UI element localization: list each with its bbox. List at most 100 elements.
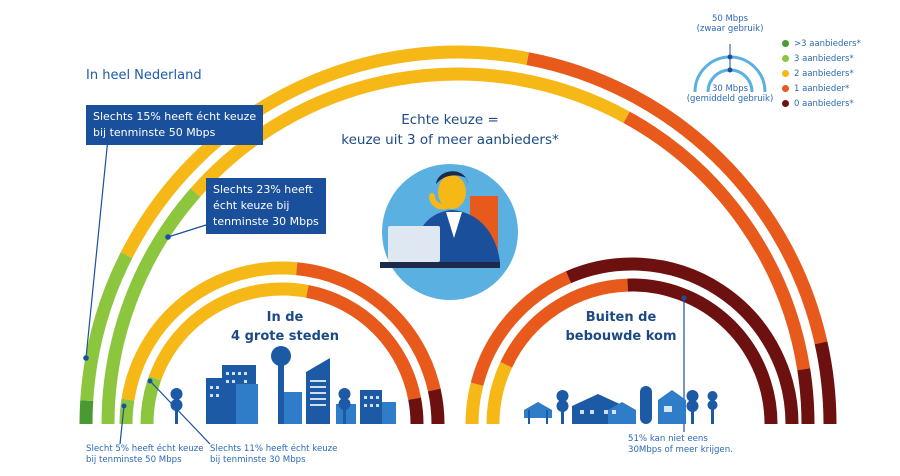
cities-title: In de 4 grote steden bbox=[220, 308, 350, 346]
city-building bbox=[236, 384, 258, 424]
city-windows bbox=[210, 372, 379, 407]
arc-segment-national-50-1 bbox=[526, 52, 828, 345]
village-windows bbox=[580, 410, 616, 414]
note-cities-30: Slechts 11% heeft écht keuze bij tenmins… bbox=[210, 444, 337, 466]
rural-title: Buiten de bebouwde kom bbox=[556, 308, 686, 346]
arc-segment-national-30-3 bbox=[101, 188, 201, 425]
arc-layer bbox=[79, 45, 837, 425]
person-head bbox=[438, 175, 466, 209]
note-line: 30Mbps of meer krijgen. bbox=[628, 445, 733, 455]
tree-icon bbox=[707, 391, 718, 424]
callout-national-50: Slechts 15% heeft écht keuze bij tenmins… bbox=[86, 105, 264, 145]
callout-pointer-national-30 bbox=[167, 224, 207, 238]
arc-segment-cities-30-2 bbox=[148, 282, 309, 381]
legend-swatch-icon bbox=[782, 70, 789, 77]
arc-segment-cities-50-3 bbox=[119, 398, 135, 425]
region-line: bebouwde kom bbox=[565, 329, 677, 344]
arc-segment-national-30-2 bbox=[190, 67, 630, 197]
callout-pointer-national-50 bbox=[85, 137, 109, 359]
legend-item: 1 aanbieder* bbox=[782, 81, 861, 96]
note-line: 51% kan niet eens bbox=[628, 434, 708, 444]
person-at-laptop-illustration bbox=[380, 164, 518, 300]
person-hair bbox=[436, 171, 468, 184]
callout-dot-national-30 bbox=[165, 234, 171, 240]
arc-segment-rural-50-1 bbox=[470, 271, 572, 386]
callout-dot-national-50 bbox=[83, 355, 89, 361]
arc-segment-national-50-2 bbox=[120, 45, 529, 259]
tree-icon bbox=[338, 388, 351, 424]
region-line: 4 grote steden bbox=[231, 329, 339, 344]
national-title: In heel Nederland bbox=[86, 68, 202, 83]
region-line: Buiten de bbox=[585, 310, 657, 325]
arc-segment-national-50-3 bbox=[80, 252, 133, 402]
speed-key-outer-label: 50 Mbps (zwaar gebruik) bbox=[690, 14, 770, 34]
arc-segment-national-50-0 bbox=[814, 341, 837, 425]
arc-segment-national-30-1 bbox=[623, 111, 811, 371]
arc-segment-rural-30-2 bbox=[486, 362, 513, 425]
legend-label: 0 aanbieders* bbox=[794, 98, 854, 109]
legend-item: 2 aanbieders* bbox=[782, 66, 861, 81]
arc-segment-national-30-0 bbox=[797, 368, 815, 425]
speed-key-text: (gemiddeld gebruik) bbox=[686, 94, 774, 104]
note-line: Slechts 11% heeft écht keuze bbox=[210, 444, 338, 454]
note-line: bij tenminste 50 Mbps bbox=[86, 455, 182, 465]
village-illustration bbox=[524, 386, 718, 424]
legend-item: 0 aanbieders* bbox=[782, 96, 861, 111]
note-dot-cities-50 bbox=[121, 403, 127, 409]
speed-key-text: (zwaar gebruik) bbox=[696, 24, 764, 34]
callout-text: bij tenminste 50 Mbps bbox=[93, 126, 216, 139]
legend-swatch-icon bbox=[782, 100, 789, 107]
village-house bbox=[608, 402, 636, 424]
note-dot-cities-30 bbox=[147, 378, 153, 384]
city-tower-mast bbox=[278, 365, 284, 424]
arc-segment-cities-30-1 bbox=[306, 285, 421, 400]
legend-item: >3 aanbieders* bbox=[782, 36, 861, 51]
speed-key-text: 30 Mbps bbox=[711, 84, 749, 94]
laptop-icon bbox=[388, 226, 440, 262]
city-building bbox=[284, 392, 302, 424]
callout-national-30: Slechts 23% heeft écht keuze bij tenmins… bbox=[206, 178, 326, 234]
village-silo bbox=[640, 386, 652, 424]
tree-icon bbox=[170, 388, 183, 424]
note-line: bij tenminste 30 Mbps bbox=[210, 455, 306, 465]
note-cities-50: Slecht 5% heeft écht keuze bij tenminste… bbox=[86, 444, 204, 466]
note-line: Slecht 5% heeft écht keuze bbox=[86, 444, 204, 454]
arc-segment-rural-50-2 bbox=[465, 382, 484, 425]
legend-label: >3 aanbieders* bbox=[794, 38, 861, 49]
legend-label: 1 aanbieder* bbox=[794, 83, 850, 94]
arc-segment-cities-50-2 bbox=[121, 261, 298, 401]
heading-line: keuze uit 3 of meer aanbieders* bbox=[341, 132, 559, 148]
legend-swatch-icon bbox=[782, 85, 789, 92]
arc-segment-cities-30-3 bbox=[140, 376, 162, 425]
legend-item: 3 aanbieders* bbox=[782, 51, 861, 66]
legend-label: 2 aanbieders* bbox=[794, 68, 854, 79]
arc-segment-cities-30-0 bbox=[408, 397, 424, 425]
legend: >3 aanbieders* 3 aanbieders* 2 aanbieder… bbox=[782, 36, 861, 111]
speed-key-text: 50 Mbps bbox=[711, 14, 749, 24]
arc-segment-cities-50-1 bbox=[296, 262, 441, 392]
speed-key-icon bbox=[693, 44, 767, 93]
arc-segment-rural-30-0 bbox=[627, 278, 778, 425]
real-choice-heading: Echte keuze = keuze uit 3 of meer aanbie… bbox=[330, 110, 570, 150]
tree-icon bbox=[686, 390, 699, 424]
arc-segment-rural-50-0 bbox=[565, 257, 799, 425]
speed-key-inner-label: 30 Mbps (gemiddeld gebruik) bbox=[680, 84, 780, 104]
village-shelter bbox=[524, 402, 552, 418]
heading-line: Echte keuze = bbox=[401, 112, 499, 128]
callout-text: Slechts 23% heeft bbox=[213, 183, 313, 196]
city-tower-top bbox=[271, 346, 291, 366]
desk bbox=[380, 262, 500, 268]
note-pointer-cities-30 bbox=[149, 380, 211, 445]
callout-text: tenminste 30 Mbps bbox=[213, 215, 319, 228]
note-dot-rural bbox=[681, 295, 687, 301]
tree-icon bbox=[556, 390, 569, 424]
legend-label: 3 aanbieders* bbox=[794, 53, 854, 64]
arc-segment-national-50-gt3 bbox=[79, 400, 94, 425]
region-line: In de bbox=[266, 310, 304, 325]
city-building bbox=[382, 402, 396, 424]
arc-segment-rural-30-1 bbox=[500, 278, 628, 368]
legend-swatch-icon bbox=[782, 40, 789, 47]
note-pointer-cities-50 bbox=[119, 405, 125, 445]
note-rural: 51% kan niet eens 30Mbps of meer krijgen… bbox=[628, 434, 733, 456]
